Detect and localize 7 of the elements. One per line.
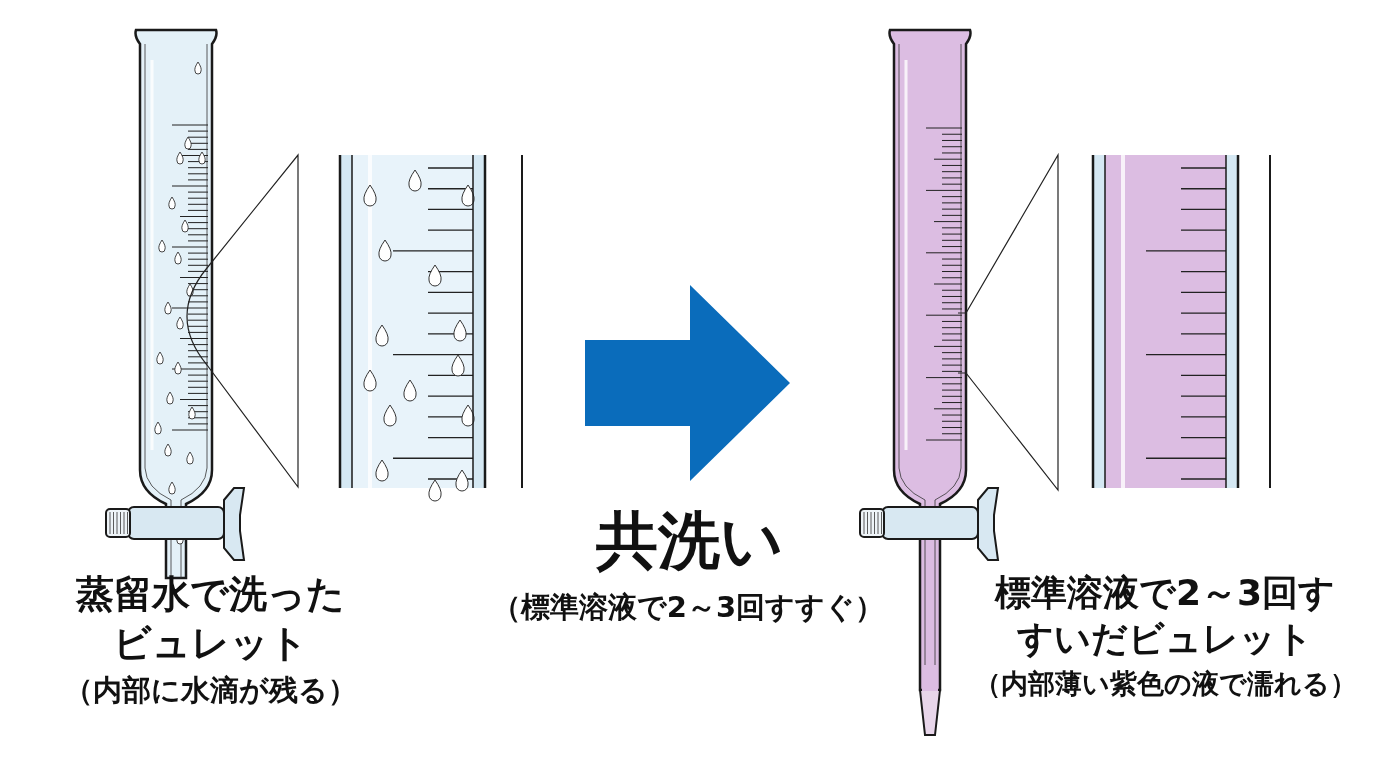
caption-title: 蒸留水で洗ったビュレット — [74, 571, 346, 667]
caption-title: 標準溶液で2～3回すすいだビュレット — [993, 571, 1337, 662]
edge-label: 共洗い — [596, 510, 783, 572]
caption-note: （内部に水滴が残る） — [63, 672, 357, 710]
step-note: （標準溶液で2～3回すすぐ） — [491, 589, 885, 626]
block-arrow — [585, 285, 790, 481]
caption-note: （内部薄い紫色の液で濡れる） — [973, 667, 1357, 702]
